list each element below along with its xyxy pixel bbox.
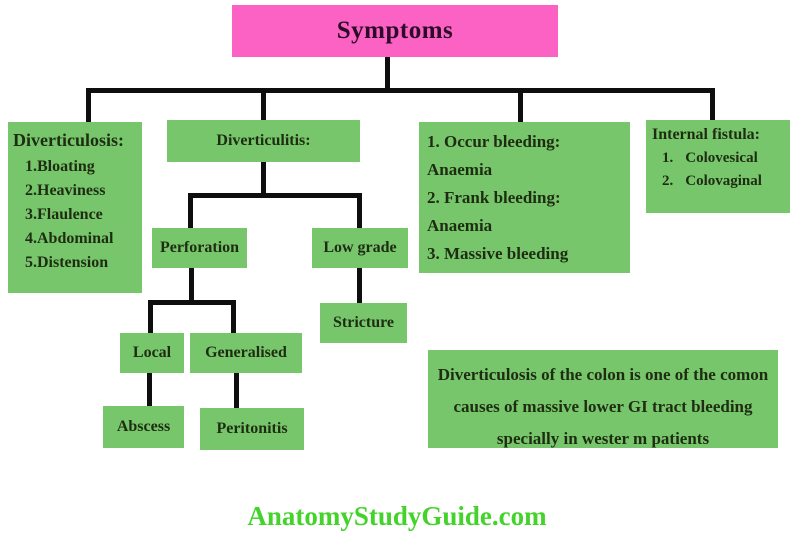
diverticulitis-label: Diverticulitis: — [216, 132, 311, 149]
abscess-node: Abscess — [103, 406, 184, 448]
generalised-label: Generalised — [205, 344, 287, 361]
internal-fistula-list: 1.Colovesical 2.Colovaginal — [652, 147, 786, 193]
connector-drop-diverticulitis — [261, 88, 266, 122]
internal-fistula-node: Internal fistula: 1.Colovesical 2.Colova… — [646, 120, 790, 213]
list-item: 2.Heaviness — [25, 182, 106, 199]
perforation-node: Perforation — [152, 228, 247, 268]
abscess-label: Abscess — [116, 418, 171, 435]
peritonitis-label: Peritonitis — [216, 420, 288, 437]
generalised-node: Generalised — [190, 333, 302, 373]
note-text: Diverticulosis of the colon is one of th… — [437, 365, 769, 448]
peritonitis-node: Peritonitis — [200, 408, 304, 450]
list-item: 5.Distension — [25, 254, 109, 271]
list-item: 2.Colovaginal — [662, 173, 762, 189]
symptoms-label: Symptoms — [336, 17, 454, 44]
low-grade-label: Low grade — [323, 239, 397, 256]
connector-perforation-stem — [189, 268, 194, 302]
connector-drop-local — [148, 300, 153, 333]
connector-lowgrade-stricture — [357, 268, 362, 303]
diverticulosis-heading: Diverticulosis: — [13, 130, 124, 150]
local-label: Local — [132, 344, 172, 361]
connector-drop-perforation — [188, 193, 193, 228]
perforation-label: Perforation — [159, 239, 240, 256]
connector-diverticulitis-stem — [261, 162, 266, 195]
connector-symptoms-stem — [385, 57, 390, 91]
stricture-label: Stricture — [332, 314, 394, 331]
list-item: 1.Colovesical — [662, 150, 758, 166]
connector-drop-lowgrade — [357, 193, 362, 228]
connector-branch2-horizontal — [148, 300, 236, 305]
bleeding-line: 1. Occur bleeding: — [427, 132, 561, 151]
bleeding-line: 3. Massive bleeding — [427, 244, 569, 263]
connector-drop-diverticulosis — [86, 88, 91, 122]
symptoms-root-node: Symptoms — [232, 5, 558, 57]
stricture-node: Stricture — [320, 303, 407, 343]
bleeding-line: Anaemia — [427, 160, 493, 179]
diverticulitis-node: Diverticulitis: — [167, 120, 360, 162]
bleeding-node: 1. Occur bleeding: Anaemia 2. Frank blee… — [419, 122, 630, 273]
list-item: 1.Bloating — [25, 158, 95, 175]
note-box: Diverticulosis of the colon is one of th… — [428, 350, 778, 448]
connector-drop-bleeding — [518, 88, 523, 122]
connector-branch1-horizontal — [188, 193, 362, 198]
low-grade-node: Low grade — [312, 228, 408, 268]
watermark-text: AnatomyStudyGuide.com — [247, 501, 547, 531]
connector-main-horizontal — [86, 88, 715, 93]
bleeding-line: 2. Frank bleeding: — [427, 188, 561, 207]
local-node: Local — [120, 333, 184, 373]
list-item: 3.Flaulence — [25, 206, 103, 223]
list-item: 4.Abdominal — [25, 230, 114, 247]
connector-local-abscess — [147, 373, 152, 406]
connector-drop-generalised — [231, 300, 236, 333]
connector-drop-fistula — [710, 88, 715, 120]
connector-generalised-peritonitis — [234, 373, 239, 408]
diverticulosis-node: Diverticulosis: 1.Bloating 2.Heaviness 3… — [8, 122, 142, 293]
internal-fistula-heading: Internal fistula: — [652, 126, 760, 143]
diverticulosis-list: 1.Bloating 2.Heaviness 3.Flaulence 4.Abd… — [13, 155, 140, 275]
bleeding-line: Anaemia — [427, 216, 493, 235]
